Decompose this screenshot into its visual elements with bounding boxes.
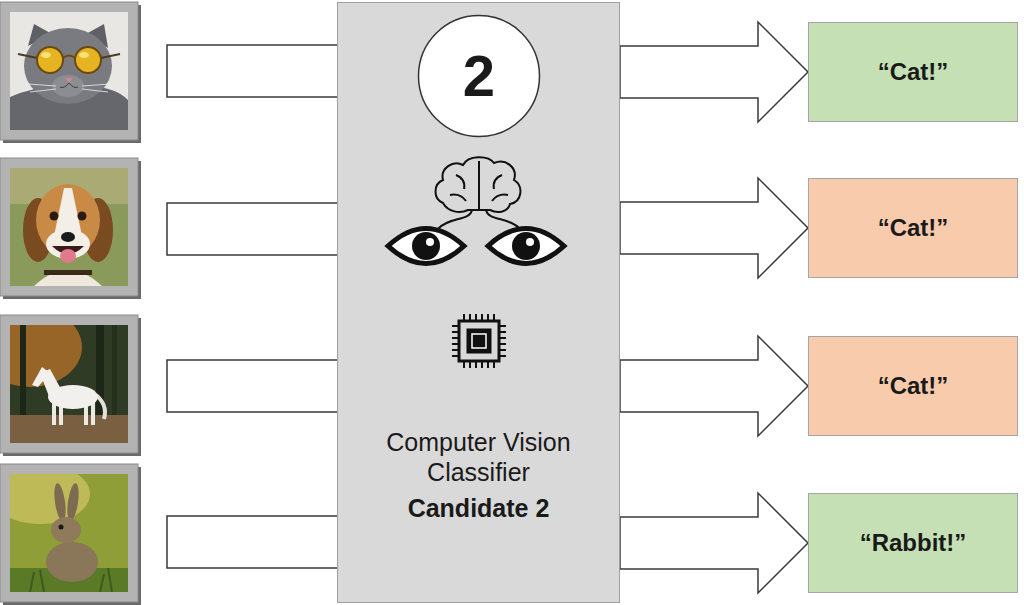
dog-photo bbox=[50, 212, 59, 221]
prediction-label: “Rabbit!” bbox=[860, 529, 967, 558]
cat-photo bbox=[18, 54, 37, 58]
dog-photo bbox=[0, 158, 138, 296]
output-box: “Rabbit!” bbox=[808, 493, 1018, 593]
chip-icon bbox=[467, 329, 491, 353]
horse-photo bbox=[32, 367, 50, 387]
prediction-label: “Cat!” bbox=[878, 214, 949, 243]
rabbit-photo bbox=[46, 542, 98, 582]
cat-photo bbox=[52, 75, 84, 97]
candidate-label: Candidate 2 bbox=[364, 493, 594, 523]
output-box: “Cat!” bbox=[808, 178, 1018, 278]
rabbit-photo bbox=[10, 474, 128, 592]
classifier-name: Computer Vision Classifier bbox=[364, 427, 594, 487]
text-group: “Cat!” bbox=[809, 179, 1017, 277]
cat-photo bbox=[0, 2, 141, 143]
horse-photo bbox=[20, 325, 26, 417]
horse-photo bbox=[112, 325, 117, 417]
chip-icon bbox=[452, 314, 506, 368]
eye-icon bbox=[488, 229, 564, 264]
cat-photo bbox=[28, 84, 110, 92]
rabbit-photo bbox=[59, 525, 64, 530]
rabbit-photo bbox=[30, 568, 112, 592]
dog-photo bbox=[10, 168, 128, 286]
cat-photo bbox=[41, 52, 51, 58]
dog-photo bbox=[61, 232, 75, 242]
output-arrow bbox=[620, 493, 808, 593]
cat-photo bbox=[0, 2, 138, 140]
eye-icon bbox=[512, 232, 540, 260]
prediction-label: “Cat!” bbox=[878, 58, 949, 87]
eye-icon bbox=[388, 229, 564, 264]
rabbit-photo bbox=[51, 517, 81, 543]
dog-photo bbox=[54, 188, 82, 236]
cat-photo bbox=[65, 78, 73, 83]
input-arrow bbox=[167, 45, 338, 97]
prediction-label: “Cat!” bbox=[878, 372, 949, 401]
text-group: 2 bbox=[417, 14, 541, 138]
cat-photo bbox=[75, 47, 101, 73]
output-box: “Cat!” bbox=[808, 336, 1018, 436]
cat-photo bbox=[10, 12, 128, 130]
cat-photo bbox=[10, 12, 128, 130]
brain-icon bbox=[438, 210, 520, 229]
cat-photo bbox=[24, 28, 112, 104]
rabbit-photo bbox=[0, 464, 141, 605]
chip-icon bbox=[452, 314, 506, 368]
eye-icon bbox=[412, 232, 440, 260]
brain-icon bbox=[450, 161, 508, 210]
dog-photo bbox=[78, 212, 87, 221]
input-arrow bbox=[167, 45, 338, 568]
horse-photo bbox=[0, 307, 141, 456]
number-circle: 2 bbox=[417, 14, 541, 138]
input-arrow bbox=[167, 203, 338, 255]
dog-photo bbox=[0, 158, 141, 299]
cat-photo bbox=[63, 56, 75, 59]
classifier-box: Computer Vision ClassifierCandidate 2 2 bbox=[337, 2, 620, 603]
output-arrow bbox=[620, 178, 808, 278]
text-group: “Rabbit!” bbox=[809, 494, 1017, 592]
text-group: “Cat!” bbox=[809, 337, 1017, 435]
cat-photo bbox=[37, 47, 63, 73]
input-arrow bbox=[167, 360, 338, 412]
horse-photo bbox=[10, 325, 128, 443]
horse-photo bbox=[10, 415, 128, 443]
dog-photo bbox=[10, 168, 128, 286]
input-arrow bbox=[167, 516, 338, 568]
candidate-number: 2 bbox=[463, 41, 495, 111]
circle-outline bbox=[419, 16, 540, 137]
chip-icon bbox=[459, 321, 499, 361]
text-group: “Cat!” bbox=[809, 23, 1017, 121]
dog-photo bbox=[44, 270, 92, 275]
eye-icon bbox=[388, 229, 464, 264]
dog-photo bbox=[3, 161, 141, 299]
cat-photo bbox=[101, 54, 120, 58]
eye-icon bbox=[526, 238, 534, 246]
output-box: “Cat!” bbox=[808, 22, 1018, 122]
output-arrow bbox=[620, 22, 808, 122]
brain-icon bbox=[436, 157, 521, 212]
dog-photo bbox=[34, 270, 102, 286]
output-arrow bbox=[620, 336, 808, 436]
text-group: Computer Vision ClassifierCandidate 2 bbox=[338, 427, 619, 523]
cat-photo bbox=[3, 5, 141, 143]
dog-photo bbox=[60, 249, 76, 263]
rabbit-photo bbox=[10, 474, 90, 524]
chip-icon bbox=[472, 334, 486, 348]
rabbit-photo bbox=[65, 482, 80, 521]
eye-icon bbox=[426, 238, 434, 246]
cat-photo bbox=[60, 83, 78, 88]
brain-icon bbox=[436, 157, 521, 229]
rabbit-photo bbox=[52, 482, 67, 521]
cat-photo bbox=[79, 52, 89, 58]
